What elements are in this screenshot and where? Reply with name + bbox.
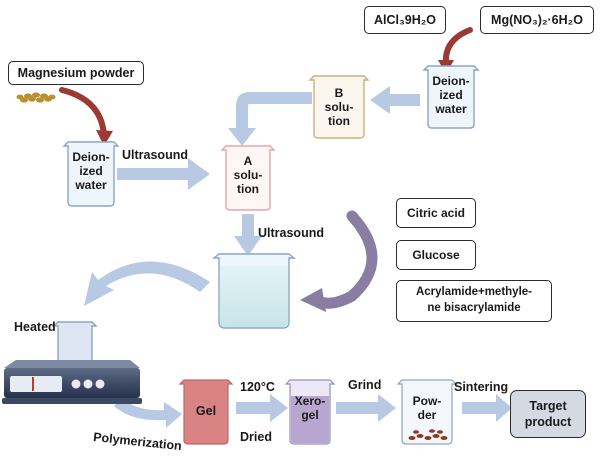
ultrasound-label-1: Ultrasound (122, 148, 188, 162)
arrow-to-xerogel (236, 394, 288, 422)
arrow-to-b-solution (370, 86, 420, 114)
arrow-to-powder (336, 394, 396, 422)
deionized-right-line2: ized (439, 88, 463, 103)
deionized-left-line2: ized (79, 164, 103, 179)
xerogel-line1: Xero- (294, 394, 326, 408)
curve-magnesium-head (96, 130, 113, 146)
beaker-deionized-right (422, 65, 480, 129)
powder-line1: Pow- (412, 394, 442, 408)
mgno3-box: Mg(NO₃)₂·6H₂O (480, 6, 594, 34)
a-solution-line2: solu- (233, 168, 263, 183)
beaker-gel (178, 379, 234, 445)
deionized-left-text: Deion- ized water (66, 150, 116, 192)
magnesium-powder-box: Magnesium powder (8, 61, 144, 85)
gel-text: Gel (184, 404, 228, 419)
temperature-label: 120°C (240, 380, 275, 394)
beaker-deionized-left (62, 141, 120, 207)
sintering-label: Sintering (454, 380, 509, 394)
gel-line1: Gel (195, 404, 217, 418)
arrow-to-target (462, 394, 512, 422)
ultrasound-label-2: Ultrasound (258, 226, 324, 240)
curve-reagents-head (300, 288, 326, 312)
acrylamide-label-line1: Acrylamide+methyle- (415, 286, 532, 299)
target-product-line2: product (524, 415, 572, 429)
beaker-heated (52, 321, 98, 365)
magnesium-powder-heap (16, 92, 56, 103)
b-solution-text: B solu- tion (314, 86, 364, 128)
powder-text: Pow- der (402, 394, 452, 422)
curve-reagents-to-mix (310, 210, 378, 309)
deionized-right-text: Deion- ized water (426, 74, 476, 116)
deionized-right-line3: water (435, 102, 467, 117)
beaker-a-solution (220, 145, 276, 211)
curve-magnesium-to-water (59, 87, 107, 139)
flow-arrows (84, 86, 512, 428)
dried-label: Dried (240, 430, 272, 444)
citric-acid-box: Citric acid (396, 198, 476, 228)
a-solution-line1: A (243, 154, 253, 168)
hotplate (2, 360, 142, 404)
citric-acid-label: Citric acid (406, 206, 466, 220)
b-solution-line3: tion (328, 114, 350, 129)
arrow-to-gel (114, 398, 182, 428)
magnesium-powder-label: Magnesium powder (17, 66, 135, 80)
b-solution-line2: solu- (324, 100, 354, 115)
mgno3-label: Mg(NO₃)₂·6H₂O (491, 13, 583, 27)
arrow-b-to-a (228, 92, 312, 146)
target-product-line1: Target (529, 398, 567, 413)
powder-line2: der (417, 408, 437, 423)
target-product-box: Target product (510, 390, 586, 438)
arrow-mix-to-heated (84, 261, 210, 306)
alcl3-label: AlCl₃9H₂O (373, 13, 437, 27)
acrylamide-box: Acrylamide+methyle- ne bisacrylamide (396, 280, 552, 322)
heated-label: Heated (14, 320, 56, 334)
xerogel-text: Xero- gel (288, 394, 332, 422)
glucose-label: Glucose (412, 248, 460, 262)
a-solution-text: A solu- tion (224, 154, 272, 196)
b-solution-line1: B (334, 86, 344, 100)
beaker-powder (396, 379, 458, 445)
beaker-b-solution (308, 75, 370, 139)
acrylamide-label-line2: ne bisacrylamide (427, 302, 521, 314)
alcl3-box: AlCl₃9H₂O (364, 6, 446, 34)
beaker-mixed-solution (212, 253, 296, 329)
deionized-left-line1: Deion- (72, 150, 110, 164)
deionized-right-line1: Deion- (432, 74, 470, 88)
xerogel-line2: gel (301, 408, 319, 423)
arrow-to-a-solution (117, 158, 210, 190)
grind-label: Grind (348, 378, 382, 392)
a-solution-line3: tion (237, 182, 259, 197)
deionized-left-line3: water (75, 178, 107, 193)
arrow-a-to-mix (234, 214, 262, 256)
curve-salts-to-water (442, 27, 473, 67)
glucose-box: Glucose (396, 240, 476, 270)
beaker-xerogel (284, 379, 336, 445)
